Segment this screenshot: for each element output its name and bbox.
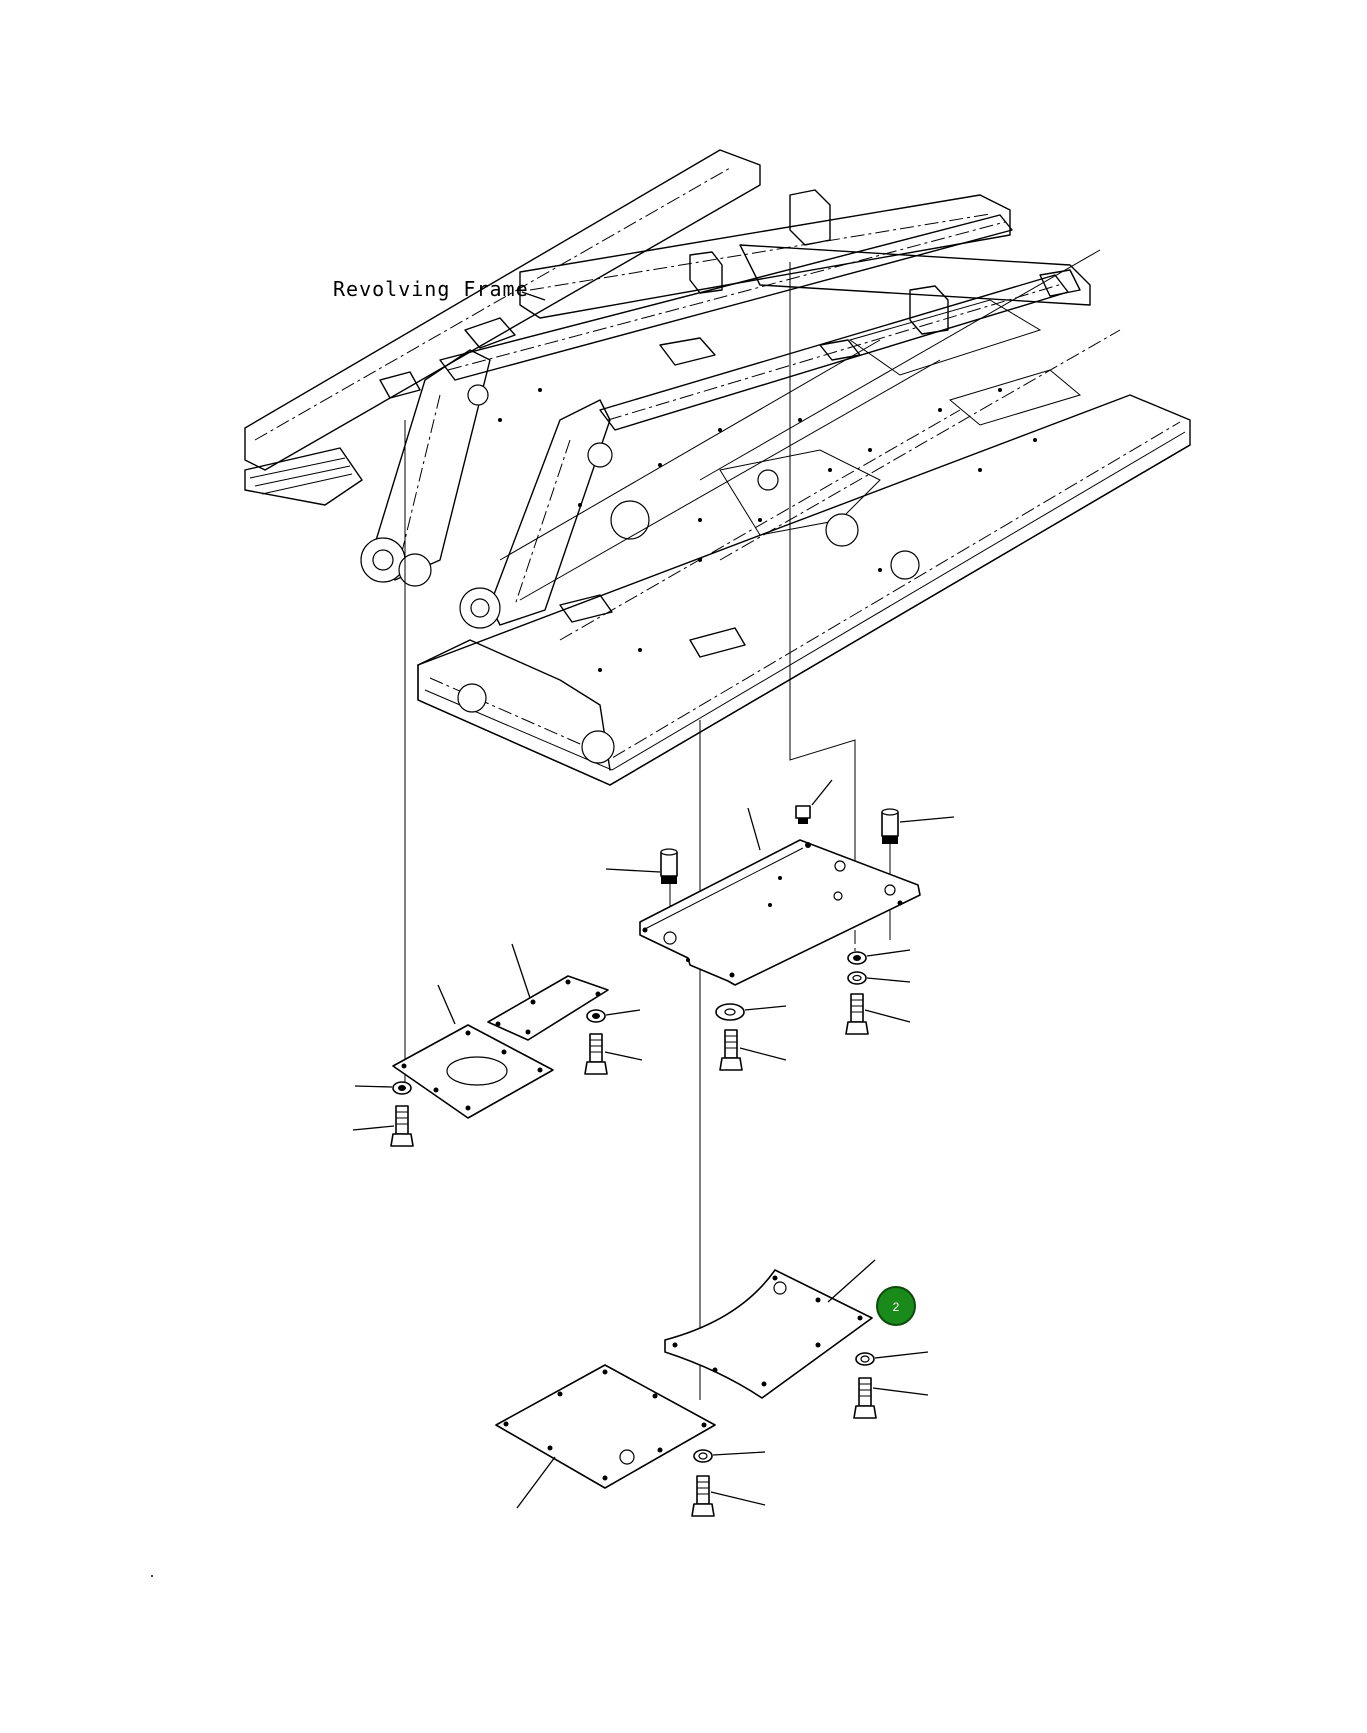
- cover-plate-left-strip: [487, 943, 609, 1041]
- washer-left-strip: [586, 1009, 641, 1023]
- cover-plate-lower-curved: [664, 1259, 876, 1399]
- spacer-bolt-right: [881, 808, 955, 844]
- hex-bolt-lower-left: [691, 1475, 766, 1517]
- spacer-bolt-left: [605, 848, 678, 884]
- washer-lower-left: [693, 1449, 766, 1463]
- washer-stack-right: [847, 949, 911, 985]
- cover-plate-upper-right: [639, 807, 921, 986]
- hex-bolt-lower-right: [853, 1377, 929, 1419]
- collar-nut-upper: [795, 779, 833, 824]
- revolving-frame-label: Revolving Frame: [333, 277, 529, 301]
- hex-bolt-middle: [719, 1029, 787, 1071]
- assembly-lines: [404, 262, 891, 1400]
- callout-2-number: 2: [893, 1300, 900, 1314]
- revolving-frame-leader: [521, 291, 546, 301]
- washer-left: [354, 1081, 412, 1095]
- hex-bolt-right: [845, 993, 911, 1035]
- callout-2[interactable]: 2: [876, 1286, 916, 1326]
- stray-mark: [151, 1575, 153, 1577]
- cover-plate-left: [392, 984, 554, 1119]
- cover-plate-lower: [495, 1364, 716, 1509]
- revolving-frame: [244, 149, 1191, 786]
- washer-lower-right: [855, 1351, 929, 1366]
- washer-middle: [715, 1003, 787, 1021]
- hex-bolt-left-strip: [584, 1033, 643, 1075]
- hex-bolt-left: [352, 1105, 414, 1147]
